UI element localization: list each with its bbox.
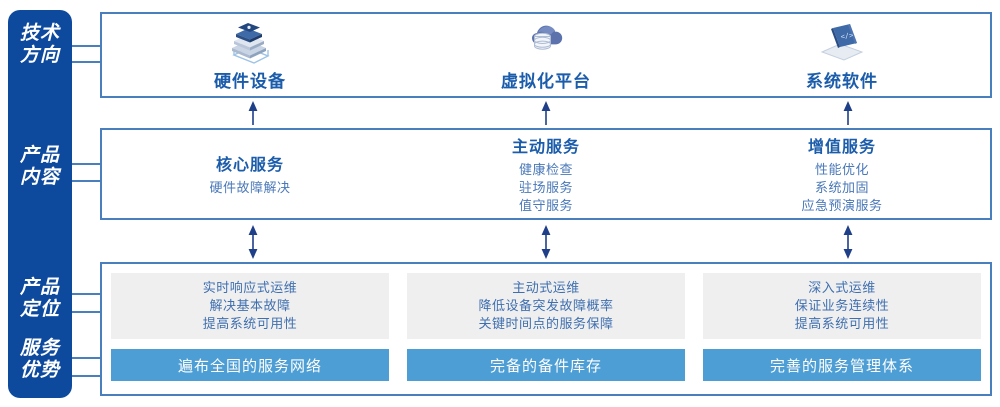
tech-item-label: 硬件设备: [213, 71, 286, 91]
double-arrow-icon: [244, 224, 262, 260]
advantage-bar[interactable]: 完善的服务管理体系: [702, 349, 981, 381]
laptop-code-icon: </>: [814, 19, 870, 65]
rail-label-line1: 产品: [19, 277, 60, 298]
connector-line: [72, 163, 100, 165]
rail-label-line2: 定位: [19, 299, 60, 320]
positioning-line: 主动式运维: [512, 280, 580, 295]
rail-label-line1: 产品: [19, 145, 60, 166]
tech-item-virtualization[interactable]: 虚拟化平台: [398, 14, 694, 96]
connector-line: [72, 293, 100, 295]
content-item-line: 驻场服务: [518, 180, 573, 195]
connector-line: [72, 375, 100, 377]
rail-label-line1: 服务: [19, 338, 60, 359]
rail-label-service-advantage: 服务 优势: [8, 338, 72, 382]
up-arrow-icon: [537, 100, 555, 126]
positioning-line: 关键时间点的服务保障: [478, 316, 614, 331]
server-stack-icon: [222, 19, 278, 65]
content-item-line: 值守服务: [518, 198, 573, 213]
category-rail: [8, 10, 72, 398]
bottom-item-proactive[interactable]: 主动式运维 降低设备突发故障概率 关键时间点的服务保障 完备的备件库存: [398, 264, 694, 394]
positioning-line: 提高系统可用性: [794, 316, 890, 331]
positioning-line: 降低设备突发故障概率: [478, 298, 614, 313]
advantage-bar[interactable]: 遍布全国的服务网络: [110, 349, 389, 381]
positioning-line: 深入式运维: [808, 280, 876, 295]
rail-label-tech-direction: 技术 方向: [8, 23, 72, 67]
content-item-core[interactable]: 核心服务 硬件故障解决: [102, 130, 398, 218]
positioning-advantage-section: 实时响应式运维 解决基本故障 提高系统可用性 遍布全国的服务网络 主动式运维 降…: [100, 262, 992, 396]
advantage-bar[interactable]: 完备的备件库存: [406, 349, 685, 381]
positioning-line: 保证业务连续性: [794, 298, 890, 313]
content-item-line: 健康检查: [518, 162, 573, 177]
content-item-line: 系统加固: [814, 180, 869, 195]
bottom-item-deep[interactable]: 深入式运维 保证业务连续性 提高系统可用性 完善的服务管理体系: [694, 264, 990, 394]
connector-line: [72, 357, 100, 359]
content-item-title: 主动服务: [511, 139, 580, 156]
positioning-line: 解决基本故障: [209, 298, 291, 313]
product-content-section: 核心服务 硬件故障解决 主动服务 健康检查 驻场服务 值守服务 增值服务 性能优…: [100, 128, 992, 220]
connector-line: [72, 311, 100, 313]
content-item-proactive[interactable]: 主动服务 健康检查 驻场服务 值守服务: [398, 130, 694, 218]
tech-item-label: 系统软件: [805, 71, 878, 91]
tech-item-system-software[interactable]: </> 系统软件: [694, 14, 990, 96]
connector-line: [72, 45, 100, 47]
tech-item-hardware[interactable]: 硬件设备: [102, 14, 398, 96]
content-item-valueadd[interactable]: 增值服务 性能优化 系统加固 应急预演服务: [694, 130, 990, 218]
rail-label-line2: 优势: [19, 360, 60, 381]
rail-label-line2: 方向: [19, 45, 60, 66]
rail-label-product-content: 产品 内容: [8, 145, 72, 189]
double-arrow-icon: [537, 224, 555, 260]
rail-label-product-position: 产品 定位: [8, 277, 72, 321]
content-item-line: 性能优化: [814, 162, 869, 177]
tech-direction-section: 硬件设备 虚拟化平台: [100, 12, 992, 98]
double-arrow-icon: [839, 224, 857, 260]
connector-line: [72, 61, 100, 63]
content-item-line: 硬件故障解决: [209, 180, 291, 195]
positioning-line: 实时响应式运维: [202, 280, 298, 295]
up-arrow-icon: [244, 100, 262, 126]
content-item-line: 应急预演服务: [801, 198, 883, 213]
up-arrow-icon: [839, 100, 857, 126]
rail-label-line2: 内容: [19, 167, 60, 188]
positioning-line: 提高系统可用性: [202, 316, 298, 331]
content-item-title: 增值服务: [807, 139, 876, 156]
connector-line: [72, 180, 100, 182]
bottom-item-realtime[interactable]: 实时响应式运维 解决基本故障 提高系统可用性 遍布全国的服务网络: [102, 264, 398, 394]
tech-item-label: 虚拟化平台: [500, 71, 591, 91]
cloud-database-icon: [518, 19, 574, 65]
rail-label-line1: 技术: [19, 23, 60, 44]
positioning-card: 实时响应式运维 解决基本故障 提高系统可用性: [110, 273, 389, 339]
content-item-title: 核心服务: [215, 157, 284, 174]
svg-text:</>: </>: [840, 31, 854, 41]
positioning-card: 主动式运维 降低设备突发故障概率 关键时间点的服务保障: [406, 273, 685, 339]
positioning-card: 深入式运维 保证业务连续性 提高系统可用性: [702, 273, 981, 339]
